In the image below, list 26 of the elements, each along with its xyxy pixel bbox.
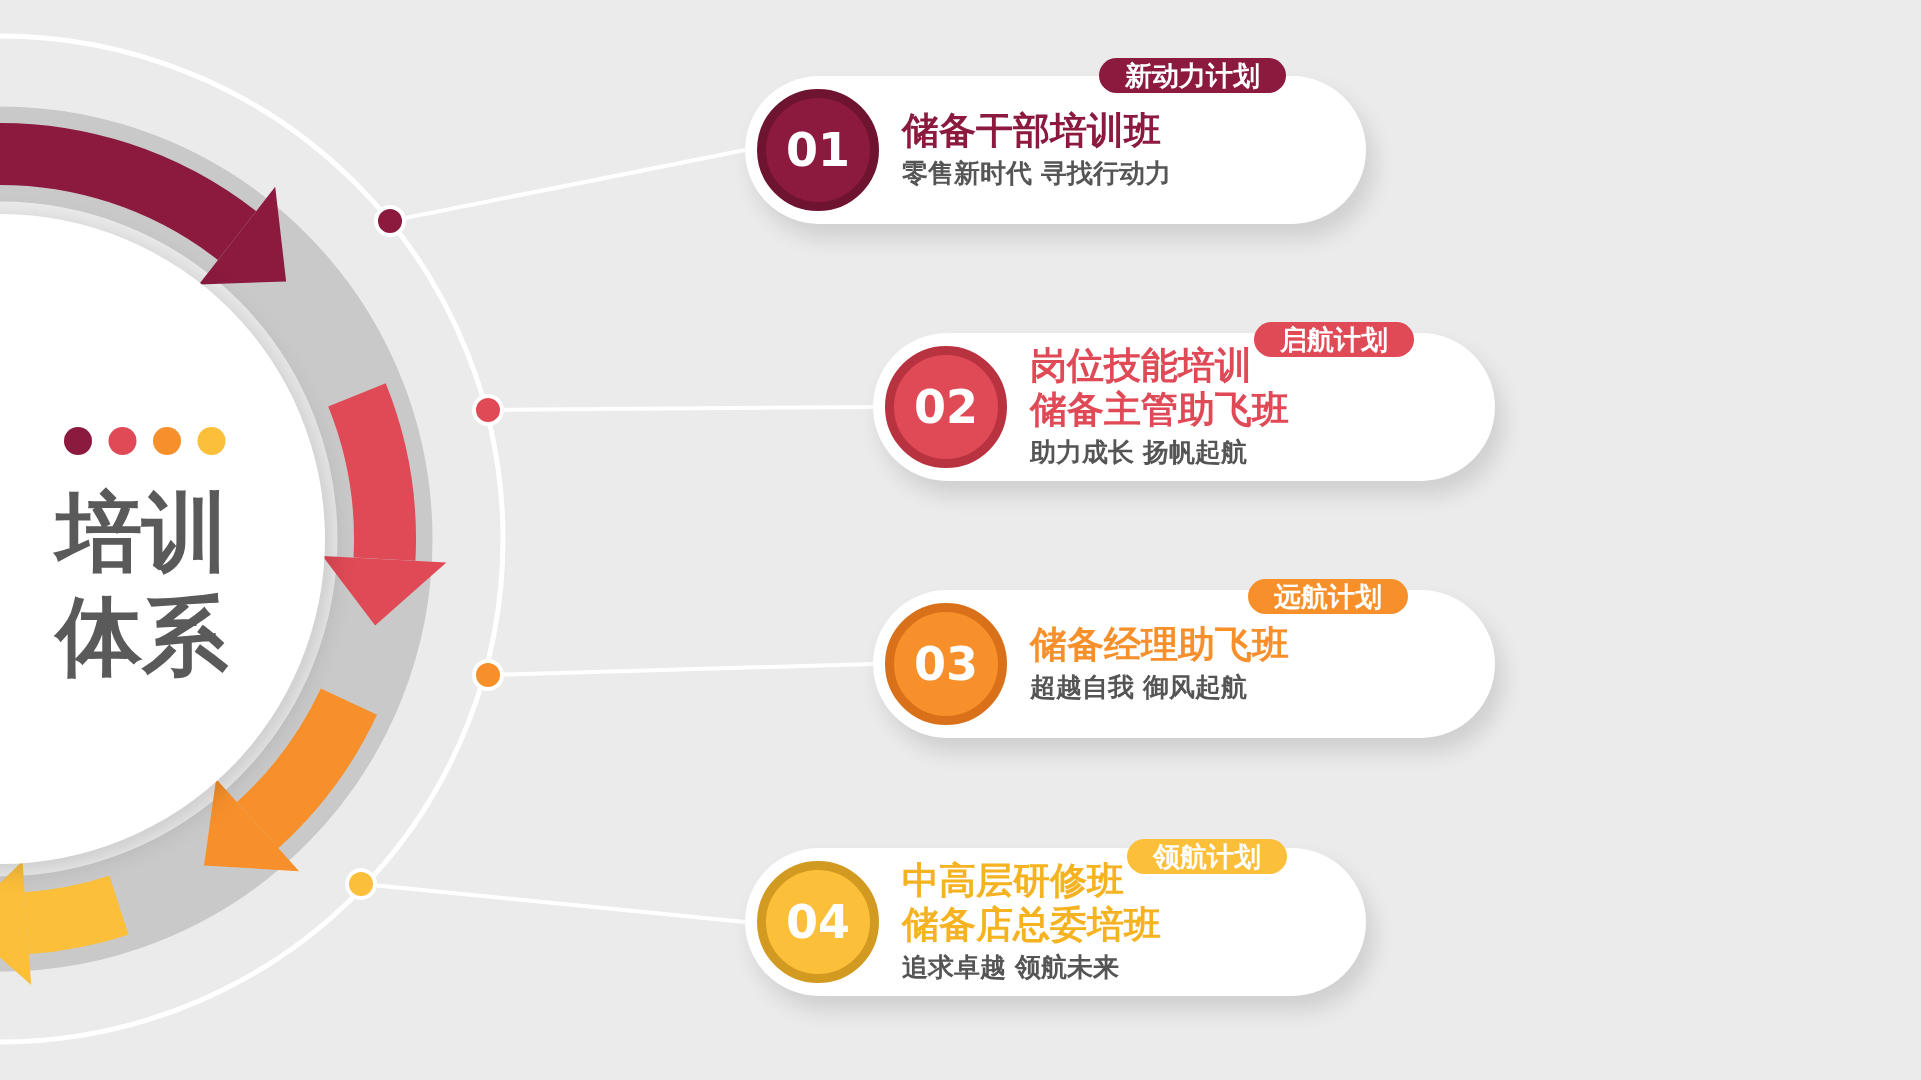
ring-dot <box>472 659 504 691</box>
plan-tag: 领航计划 <box>1127 839 1287 874</box>
number-circle: 01 <box>757 89 879 211</box>
course-slogan: 零售新时代 寻找行动力 <box>902 157 1172 190</box>
course-title: 储备店总委培班 <box>902 903 1161 947</box>
course-title: 储备干部培训班 <box>902 109 1162 153</box>
course-title: 中高层研修班 <box>902 859 1125 903</box>
ring-dot <box>345 868 377 900</box>
connector-line <box>504 405 873 412</box>
course-slogan: 助力成长 扬帆起航 <box>1030 436 1249 469</box>
course-slogan: 超越自我 御风起航 <box>1030 671 1249 704</box>
plan-tag: 启航计划 <box>1254 322 1414 357</box>
connector-line <box>405 148 746 220</box>
number-circle: 03 <box>885 603 1007 725</box>
number-circle: 04 <box>757 861 879 983</box>
connector-line <box>503 662 874 677</box>
course-title: 储备主管助飞班 <box>1030 388 1289 432</box>
course-slogan: 追求卓越 领航未来 <box>902 951 1121 984</box>
number-circle: 02 <box>885 346 1007 468</box>
connector-line <box>376 883 746 924</box>
plan-tag: 新动力计划 <box>1099 58 1286 93</box>
course-title: 岗位技能培训 <box>1030 344 1253 388</box>
ring-dot <box>472 394 504 426</box>
ring-dot <box>374 205 406 237</box>
plan-tag: 远航计划 <box>1248 579 1408 614</box>
course-title: 储备经理助飞班 <box>1030 623 1289 667</box>
